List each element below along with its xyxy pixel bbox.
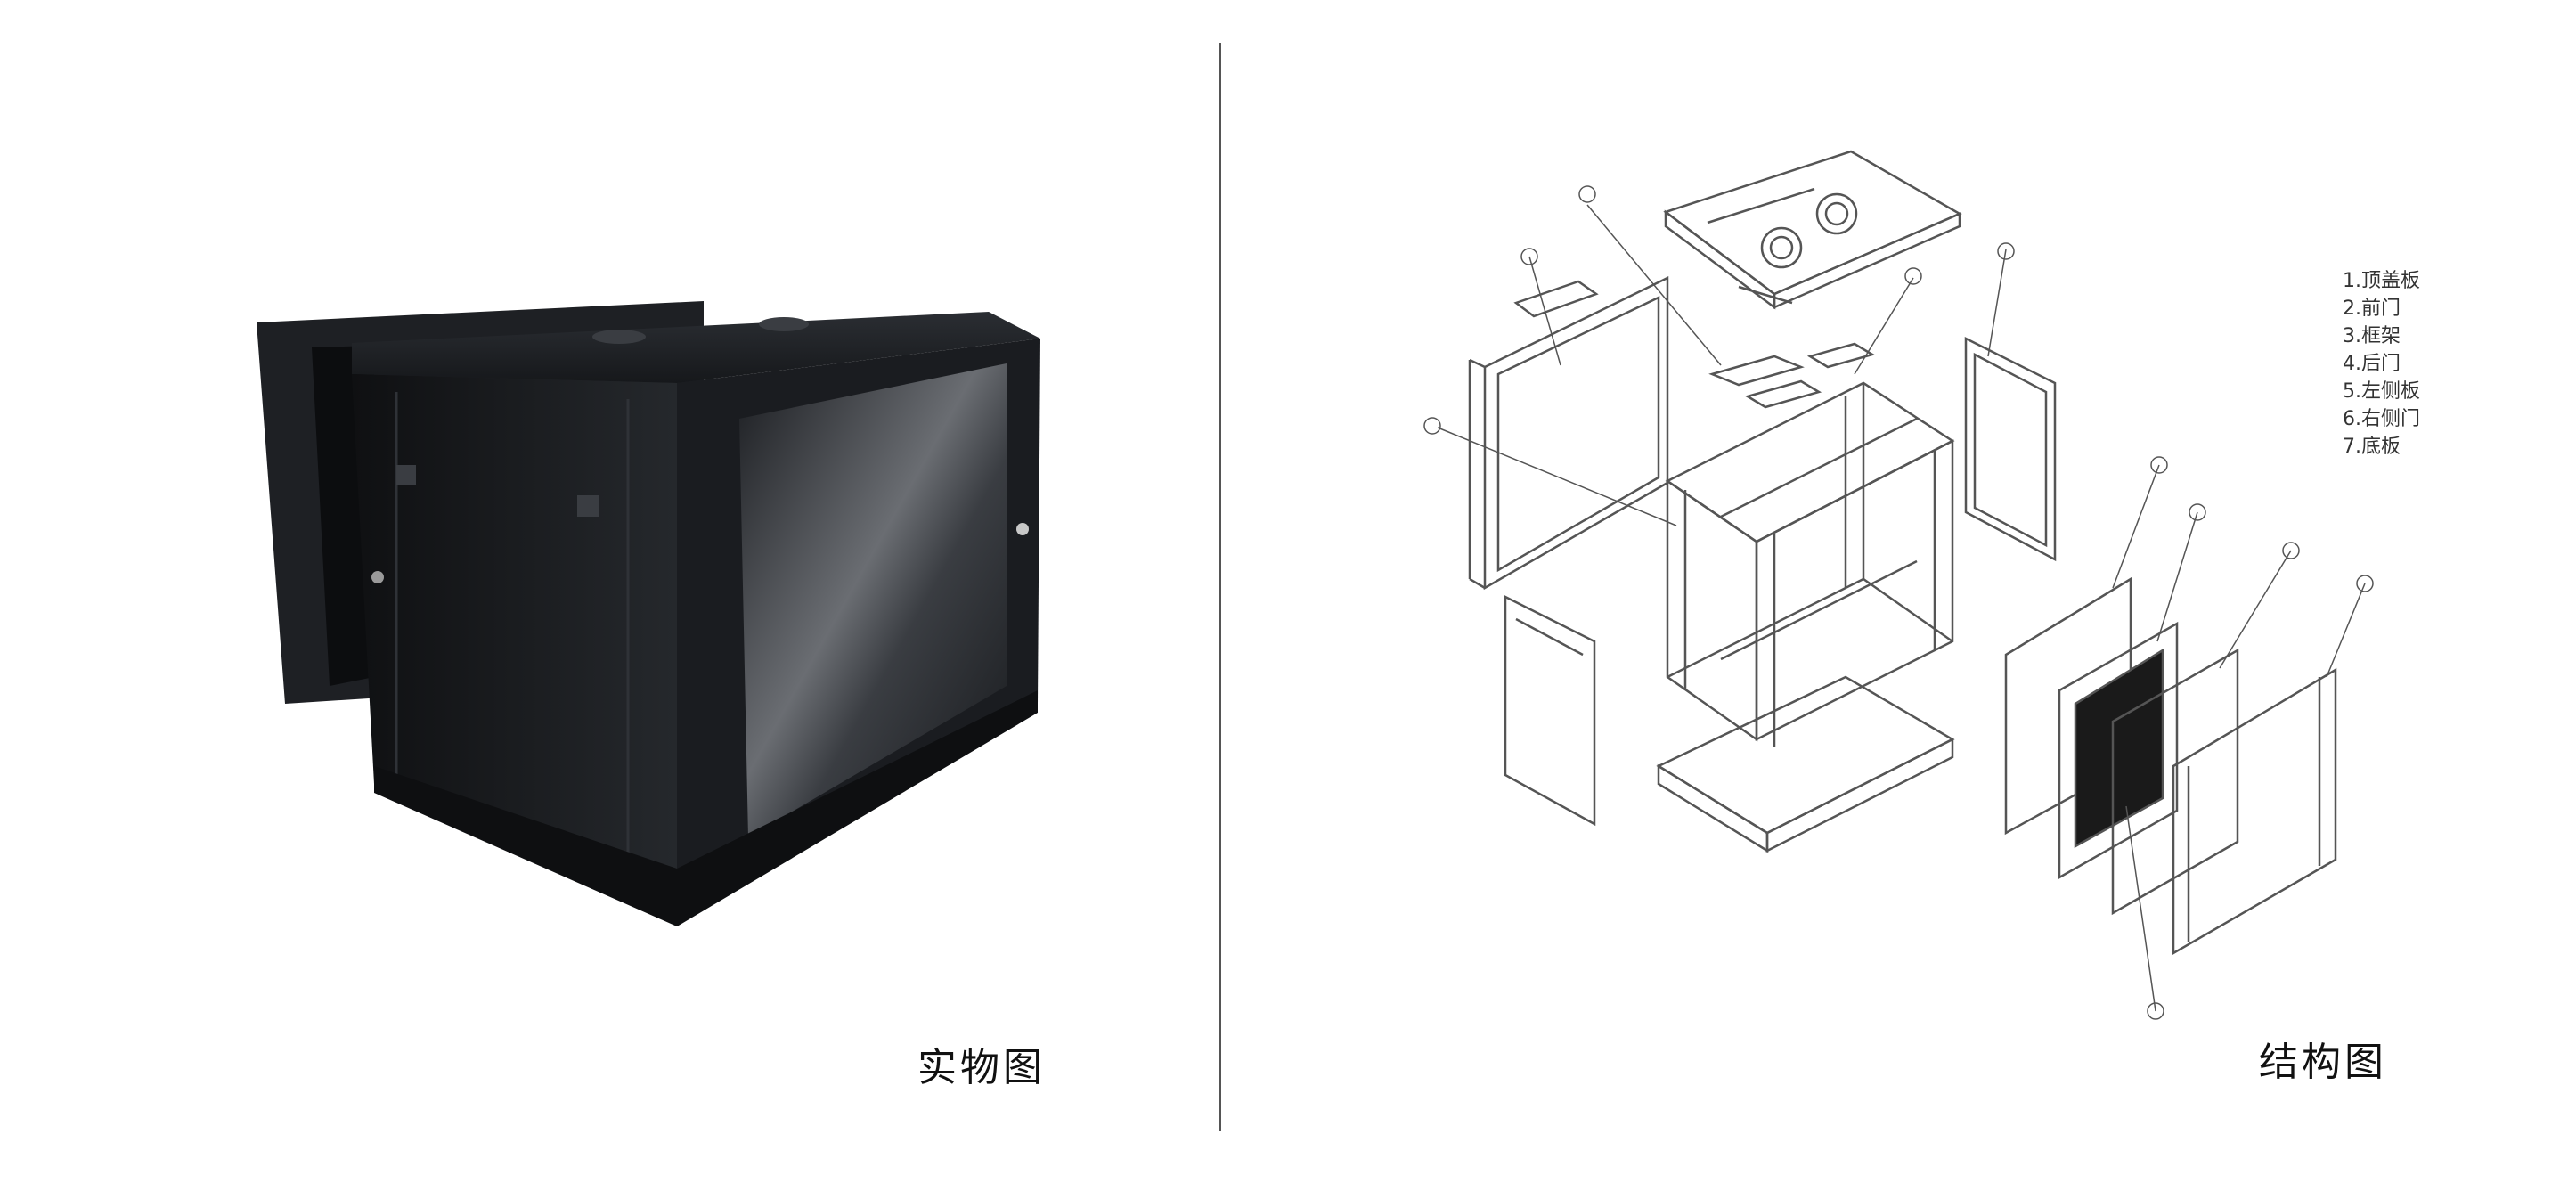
glass-door	[739, 363, 1007, 837]
callout-8	[2282, 542, 2300, 559]
legend-item: 6.右侧门	[2343, 408, 2420, 430]
cabinet-top	[352, 312, 1040, 383]
legend-item: 4.后门	[2343, 353, 2401, 375]
callout-9	[2356, 575, 2374, 592]
legend-item: 3.框架	[2343, 325, 2401, 347]
callout-5	[1423, 417, 1441, 435]
diagram-caption: 结构图	[2259, 1040, 2387, 1085]
callout-4	[1997, 242, 2015, 260]
left-side-part	[1468, 275, 1669, 591]
parts-legend: 1.顶盖板 2.前门 3.框架 4.后门 5.左侧板 6.右侧门 7.底板	[2343, 267, 2420, 461]
fan-left	[592, 330, 646, 344]
top-cover-plate	[1708, 355, 1805, 387]
side-panel-c	[2172, 667, 2337, 956]
legend-item: 1.顶盖板	[2343, 270, 2420, 292]
callout-10	[2147, 1002, 2164, 1020]
exploded-view-drawing	[1423, 150, 2374, 1020]
photo-caption: 实物图	[917, 1045, 1046, 1090]
frame-part	[1665, 381, 1955, 747]
callout-3	[1904, 267, 1922, 285]
structure-diagram-panel: 1.顶盖板 2.前门 3.框架 4.后门 5.左侧板 6.右侧门 7.底板 结构…	[1222, 0, 2576, 1183]
callout-1	[1520, 248, 1538, 265]
cabinet-photo	[257, 301, 1040, 926]
legend-item: 7.底板	[2343, 436, 2401, 458]
front-door-frame	[2058, 621, 2179, 880]
top-panel-part	[1663, 150, 1962, 310]
callout-7	[2189, 503, 2206, 521]
product-photo-panel: 实物图	[0, 0, 1219, 1183]
side-panel-b	[2111, 648, 2239, 916]
fan-right	[759, 317, 809, 331]
base-part	[1656, 675, 1955, 853]
front-door-glass	[2074, 648, 2164, 849]
cabinet-base	[374, 690, 1038, 926]
panel-divider	[1219, 43, 1221, 1131]
mid-cover-plate	[1744, 379, 1822, 409]
callout-6	[2150, 456, 2168, 474]
lower-left-panel	[1504, 594, 1596, 827]
legend-item: 2.前门	[2343, 298, 2401, 320]
rear-door-part	[1964, 336, 2057, 562]
legend-item: 5.左侧板	[2343, 380, 2420, 403]
plate-three	[1806, 342, 1876, 369]
callout-2	[1578, 185, 1596, 203]
